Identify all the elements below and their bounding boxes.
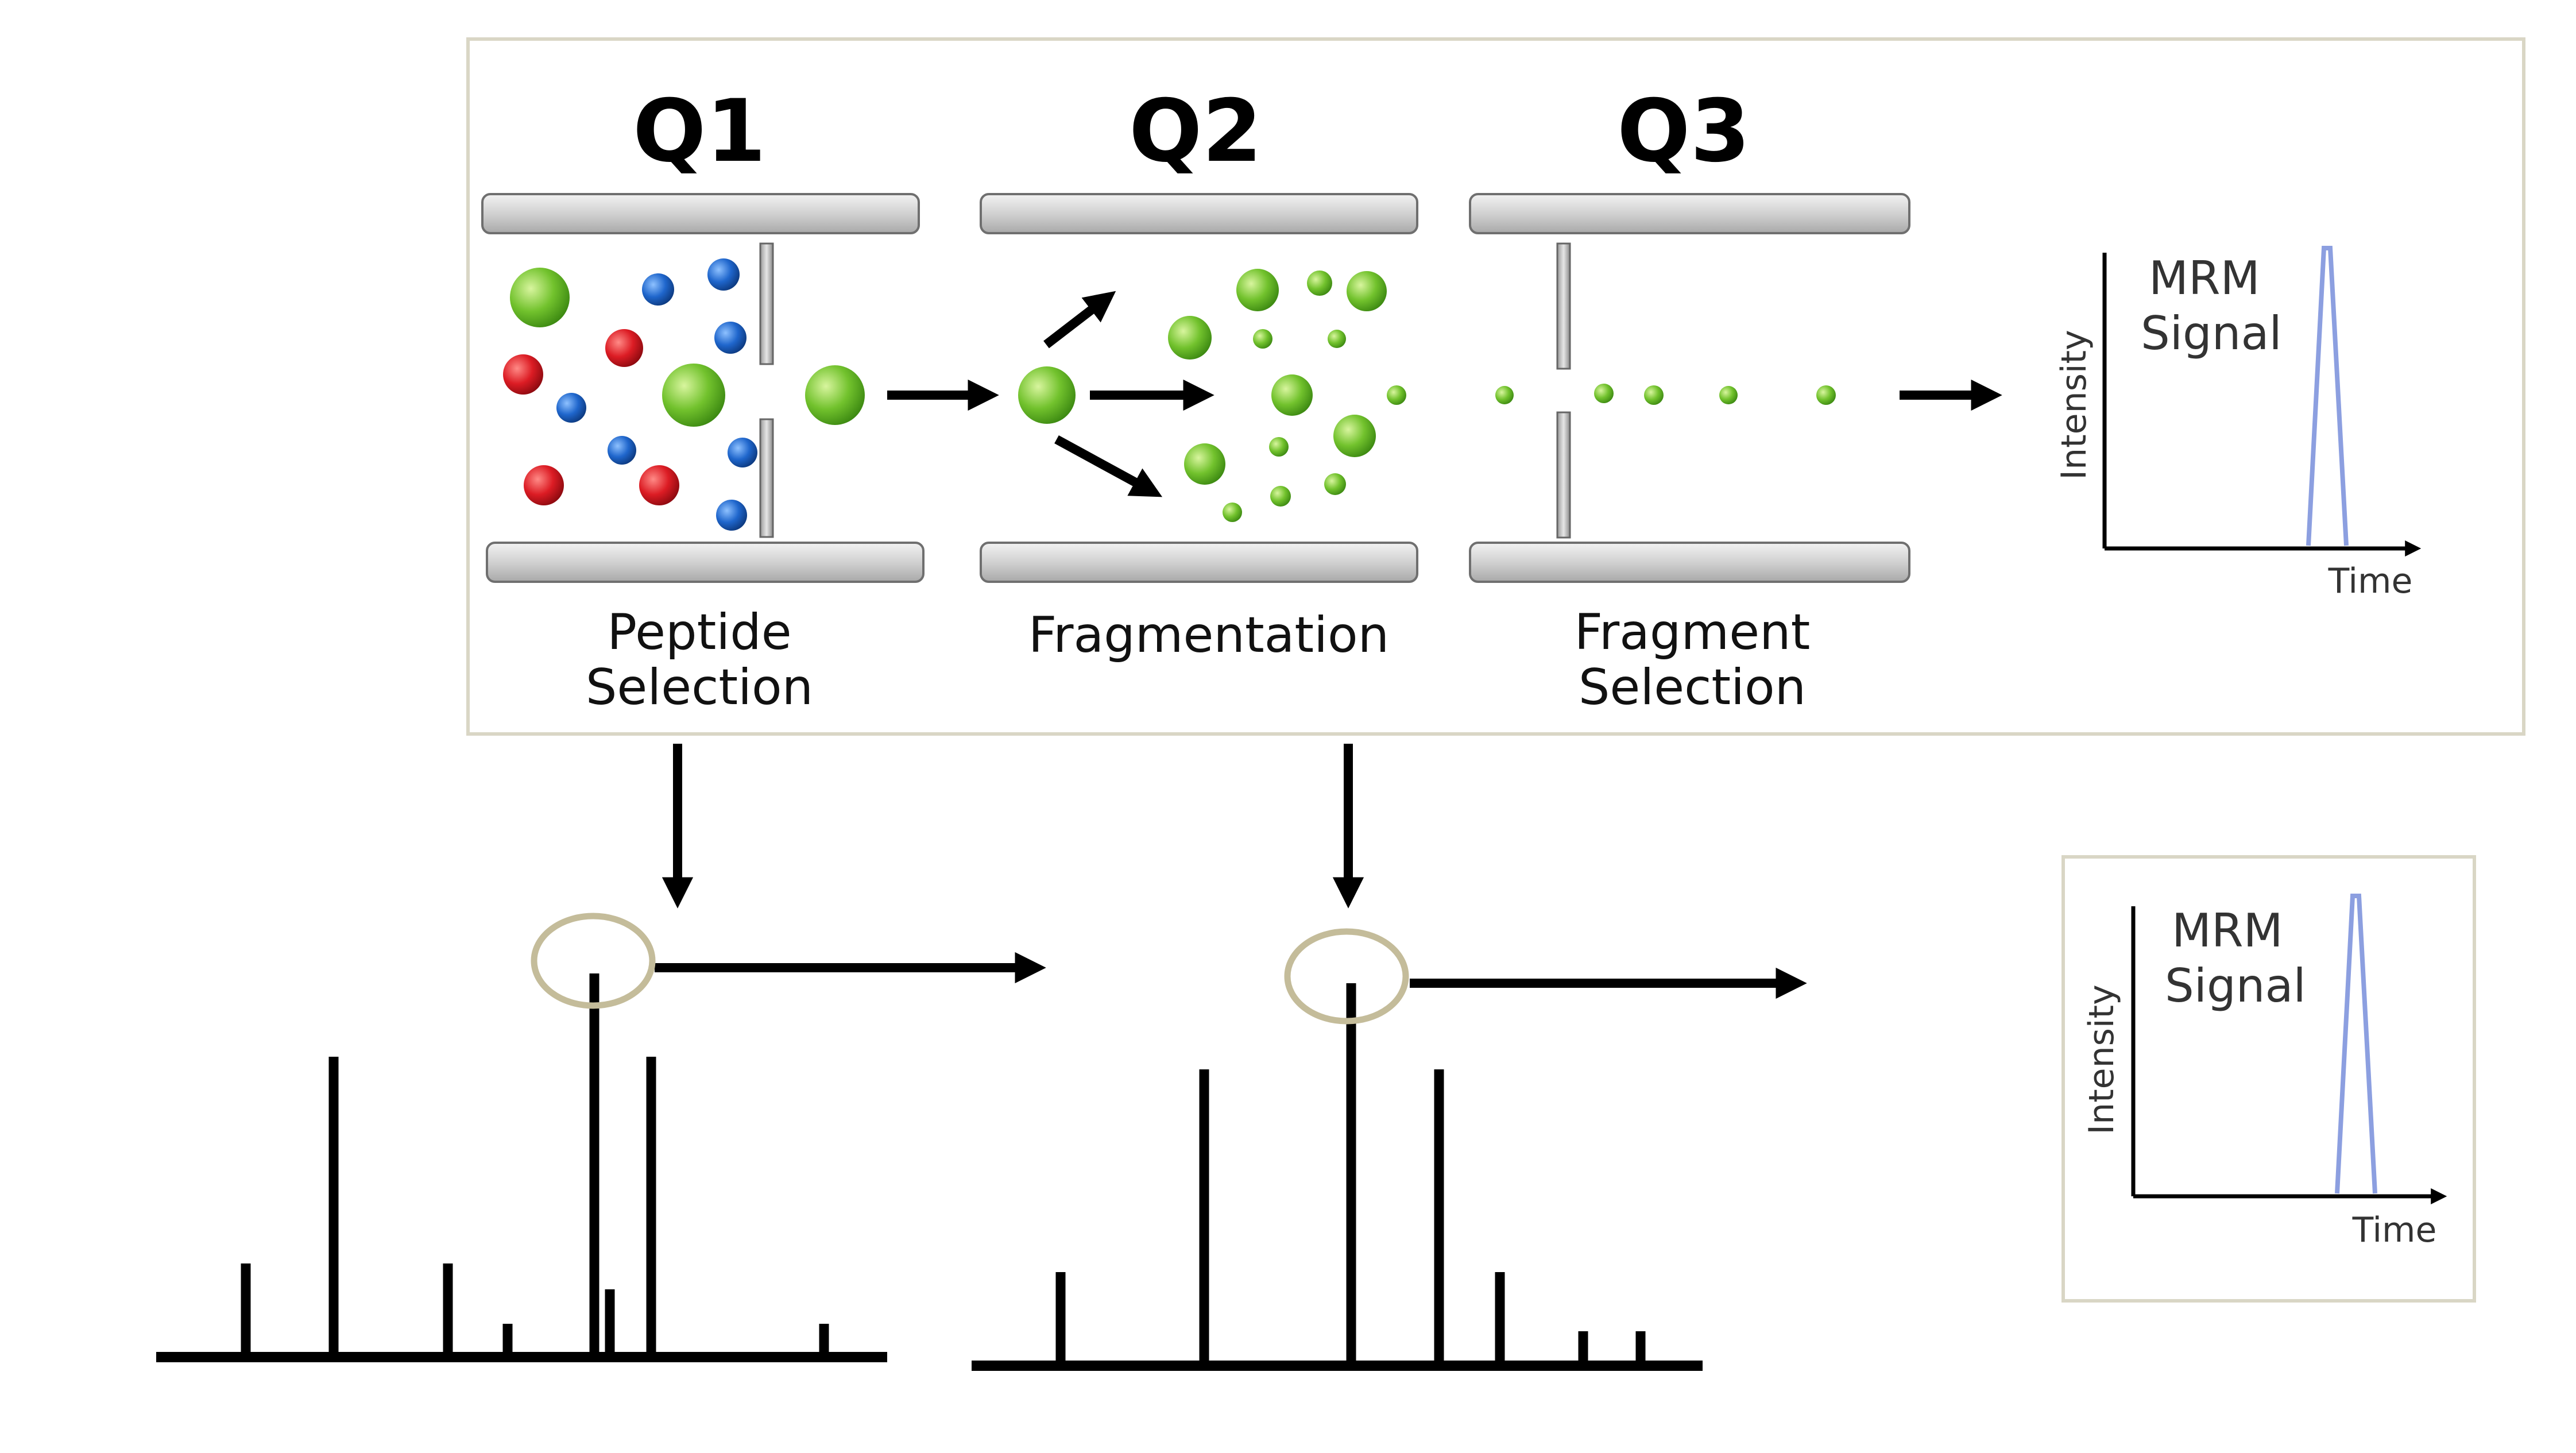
blue-ion (556, 393, 586, 423)
blue-ion (608, 436, 636, 465)
green-ion (1719, 386, 1738, 404)
q1-title: Q1 (633, 82, 766, 181)
green-ion (805, 365, 865, 425)
green-ion (1816, 385, 1836, 405)
green-ion (1270, 486, 1291, 507)
q1-bottom-rod (486, 542, 925, 583)
quadrupole-rods (481, 193, 1910, 583)
q3-title: Q3 (1617, 82, 1750, 181)
mrm-plot-bottom: MRM Signal Intensity Time (2061, 855, 2476, 1303)
green-ion (1387, 385, 1406, 405)
fragment-highlight-circle (1284, 928, 1409, 1025)
red-ion (524, 465, 564, 505)
green-ion (1253, 329, 1272, 349)
mrm-plot-top: MRM Signal Intensity Time (2054, 246, 2422, 601)
q1-caption-line1: Peptide (607, 604, 791, 661)
green-ion (1594, 384, 1614, 403)
q2-caption: Fragmentation (1028, 606, 1389, 664)
spectrum-link-arrows (655, 744, 1807, 999)
q3-caption-line2: Selection (1579, 659, 1806, 716)
green-ion (1223, 503, 1242, 522)
green-ion (1307, 270, 1332, 296)
green-ion (1324, 473, 1346, 495)
q1-upper-aperture (759, 242, 774, 365)
mrm-bottom-title-line1: MRM (2172, 904, 2283, 957)
mrm-top-peak (2306, 246, 2349, 546)
blue-ion (728, 438, 757, 467)
mrm-top-ylabel: Intensity (2054, 330, 2094, 480)
green-ion (1328, 330, 1346, 348)
green-ion (1184, 443, 1225, 485)
blue-ion (716, 500, 747, 531)
mrm-bottom-title-line2: Signal (2165, 959, 2306, 1013)
green-ion (1333, 415, 1376, 457)
q3-bottom-rod (1469, 542, 1910, 583)
q2-top-rod (980, 193, 1418, 234)
ion-particles (503, 258, 1836, 531)
green-ion (662, 364, 725, 427)
mrm-bottom-ylabel: Intensity (2082, 984, 2122, 1134)
green-ion (1271, 374, 1313, 416)
q1-lower-aperture (759, 418, 774, 538)
green-ion (510, 268, 570, 327)
q1-top-rod (481, 193, 920, 234)
process-arrows (887, 291, 2002, 497)
red-ion (605, 329, 643, 367)
red-ion (639, 465, 679, 505)
q1-caption-line2: Selection (586, 659, 813, 716)
red-ion (503, 354, 543, 395)
green-ion (1236, 269, 1279, 311)
arrow-fragment-up (1043, 291, 1116, 349)
mrm-top-xlabel: Time (2328, 561, 2413, 601)
q3-caption-line1: Fragment (1575, 604, 1811, 661)
green-ion (1644, 385, 1664, 405)
green-ion (1495, 386, 1514, 404)
green-ion (1347, 271, 1387, 311)
q2-title: Q2 (1129, 82, 1262, 181)
q3-upper-aperture (1556, 242, 1571, 370)
mrm-top-title-line2: Signal (2141, 307, 2282, 360)
blue-ion (714, 322, 747, 354)
q3-top-rod (1469, 193, 1910, 234)
q3-lower-aperture (1556, 411, 1571, 539)
arrow-fragment-down (1054, 435, 1163, 497)
mrm-bottom-peak (2335, 894, 2377, 1194)
green-ion (1269, 437, 1289, 457)
precursor-highlight-circle (531, 913, 656, 1009)
mrm-top-title-line1: MRM (2149, 252, 2260, 305)
mass-spectra (156, 973, 1703, 1371)
mrm-bottom-xlabel: Time (2352, 1210, 2437, 1250)
q2-bottom-rod (980, 542, 1418, 583)
blue-ion (642, 273, 674, 306)
blue-ion (707, 258, 740, 291)
green-ion (1018, 366, 1076, 424)
green-ion (1168, 316, 1212, 360)
